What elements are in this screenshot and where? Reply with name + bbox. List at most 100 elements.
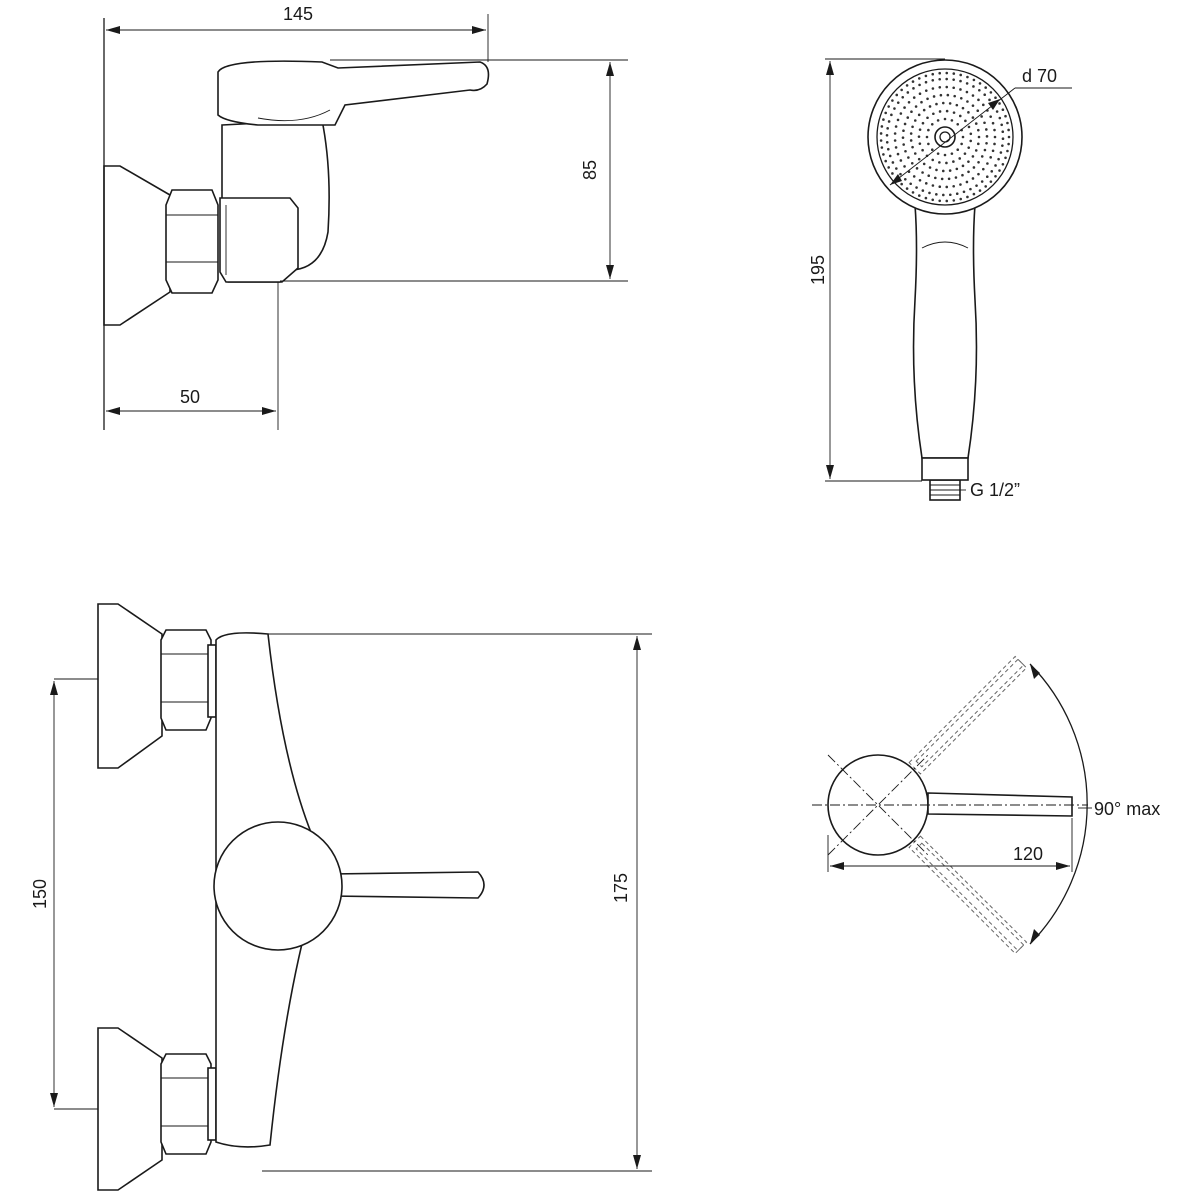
side-wall-flange: [103, 165, 171, 326]
spray-dot: [980, 115, 983, 118]
lever-length-label: 120: [1013, 844, 1043, 864]
side-height-label: 85: [580, 160, 600, 180]
spray-dot: [967, 160, 970, 163]
spray-dot: [902, 143, 905, 146]
spray-dot: [922, 162, 926, 166]
spray-dot: [962, 190, 966, 194]
spray-dot: [961, 173, 964, 177]
spray-dot: [961, 135, 965, 139]
spray-dot: [931, 72, 935, 76]
spray-dot: [880, 125, 884, 128]
spray-dot: [945, 161, 948, 165]
spray-dot: [956, 122, 960, 126]
spray-dot: [887, 120, 891, 123]
spray-dot: [966, 75, 969, 79]
spray-dot: [969, 132, 973, 136]
spray-dot: [952, 111, 956, 114]
spray-dot: [1001, 137, 1005, 140]
spray-dot: [893, 139, 897, 142]
spray-dot: [938, 71, 942, 75]
spray-dot: [1000, 123, 1003, 127]
spray-dot: [931, 158, 935, 162]
spray-dot: [943, 117, 947, 121]
spray-dot: [980, 155, 984, 158]
spray-dot: [913, 119, 917, 122]
spray-dot: [930, 122, 934, 126]
front-cartridge-cap: [213, 821, 343, 951]
spray-dot: [989, 115, 992, 118]
spray-dot: [989, 180, 993, 183]
spray-dot: [942, 193, 945, 197]
front-height-label: 175: [611, 873, 631, 903]
front-view: 150 175: [30, 603, 652, 1191]
spray-dot: [921, 121, 925, 125]
spray-dot: [971, 94, 975, 97]
spray-dot: [976, 109, 980, 112]
spray-dot: [998, 169, 1001, 172]
spray-dot: [960, 142, 963, 146]
spray-dot: [939, 93, 943, 97]
spray-dot: [941, 101, 945, 105]
spray-dot: [975, 184, 978, 187]
spray-dot: [998, 116, 1002, 120]
spray-dot: [950, 119, 954, 122]
spray-dot: [884, 159, 887, 163]
spray-dot: [882, 118, 885, 121]
spray-dot: [909, 182, 912, 186]
spray-dot: [972, 85, 975, 88]
spray-dot: [915, 186, 918, 189]
spray-dot: [931, 184, 935, 187]
side-fitting: [219, 197, 299, 283]
spray-dot: [936, 152, 940, 155]
spray-dot: [993, 128, 996, 132]
spray-dot: [931, 87, 935, 90]
spray-dot: [886, 127, 889, 130]
spray-dot: [972, 166, 976, 169]
spray-dot: [925, 135, 929, 139]
spray-dot: [912, 96, 916, 99]
spray-dot: [890, 113, 893, 117]
side-hex-nut: [165, 189, 219, 294]
spray-dot: [955, 167, 959, 171]
spray-dot: [911, 145, 914, 149]
spray-dot: [906, 116, 910, 119]
spray-dot: [918, 92, 922, 95]
spray-dot: [959, 197, 963, 201]
spray-dot: [931, 198, 935, 202]
spray-dot: [990, 170, 994, 173]
shower-spray-dots: [879, 71, 1011, 203]
spray-dot: [946, 93, 950, 97]
spray-dot: [905, 84, 909, 87]
spray-dot: [932, 112, 935, 116]
spray-dot: [909, 132, 913, 135]
front-lower-hex-nut: [160, 1053, 212, 1155]
spray-dot: [985, 141, 988, 145]
spray-dot: [950, 152, 954, 155]
spray-dot: [982, 103, 985, 107]
side-width-label: 145: [283, 4, 313, 24]
spray-dot: [971, 104, 975, 107]
spray-dot: [879, 139, 883, 142]
spray-dot: [917, 194, 921, 197]
spray-dot: [945, 71, 949, 75]
spray-dot: [969, 187, 972, 191]
spray-dot: [904, 149, 907, 153]
spray-dot: [938, 85, 942, 89]
spray-dot: [935, 193, 938, 196]
spray-dot: [947, 177, 951, 181]
spray-dot: [911, 125, 914, 129]
spray-dot: [964, 119, 967, 123]
spray-dot: [955, 192, 959, 195]
spray-dot: [943, 153, 947, 157]
spray-dot: [885, 134, 889, 137]
spray-dot: [896, 101, 900, 104]
front-upper-flange: [97, 603, 163, 769]
spray-dot: [907, 156, 910, 159]
spray-dot: [958, 114, 962, 118]
spray-dot: [885, 141, 889, 144]
spray-dot: [967, 170, 970, 174]
spray-dot: [954, 176, 958, 179]
spray-dot: [952, 184, 955, 188]
spray-dot: [917, 135, 921, 138]
spray-dot: [928, 166, 932, 169]
